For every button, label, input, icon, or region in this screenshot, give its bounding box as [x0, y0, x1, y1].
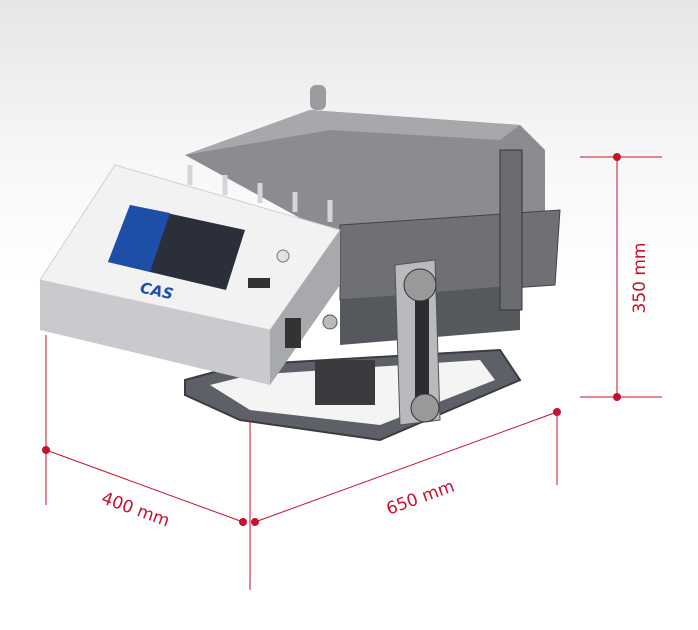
screen-blue-panel [108, 205, 170, 272]
dimension-lines [42, 153, 662, 590]
drive-mechanism [315, 149, 523, 426]
control-housing [39, 164, 341, 385]
height-dimension-label: 350 mm [630, 242, 650, 314]
